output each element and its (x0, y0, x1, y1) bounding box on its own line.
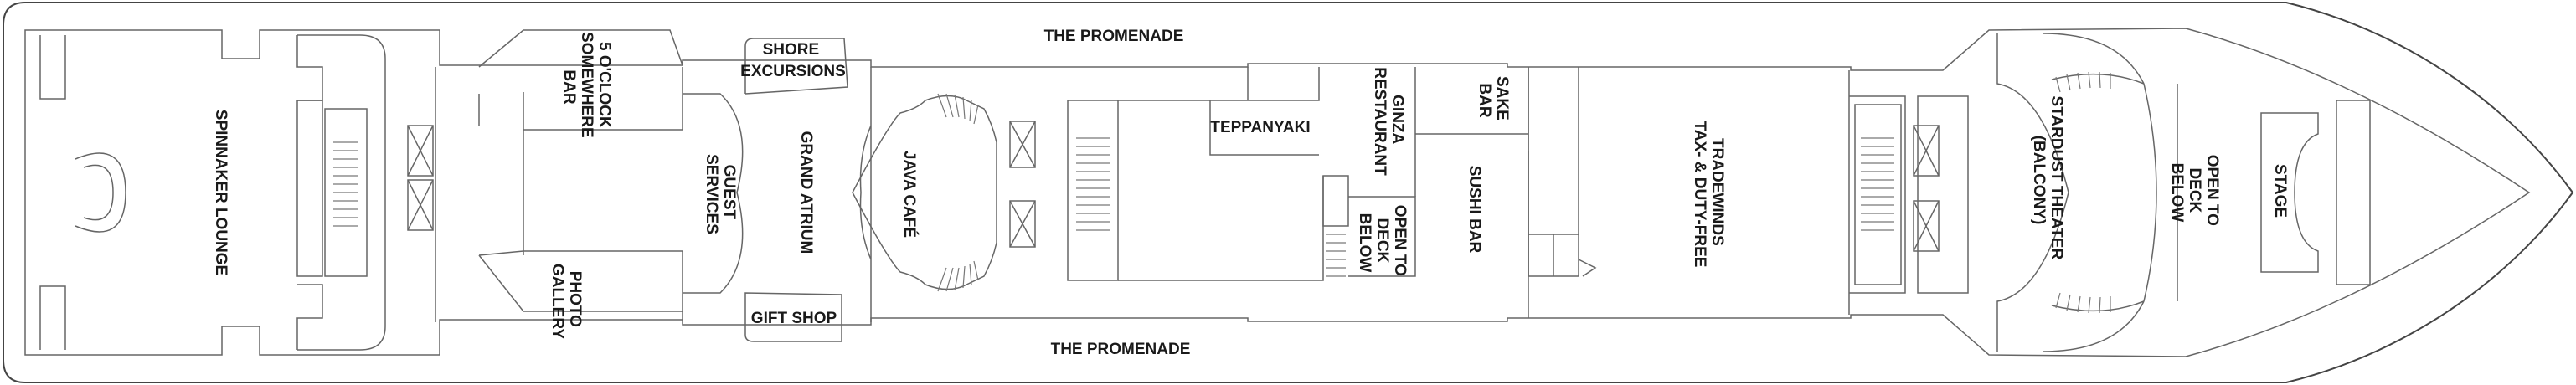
grand-atrium-area: GRAND ATRIUM JAVA CAFÉ (797, 67, 1036, 322)
theater-seating-top (2055, 71, 2111, 93)
spinnaker-lounge-label: SPINNAKER LOUNGE (212, 110, 229, 275)
stairs-mid (1076, 137, 1110, 231)
promenade-bottom-label: THE PROMENADE (1051, 341, 1191, 358)
elevator-icon (1009, 121, 1036, 168)
forward-core (1849, 95, 1969, 294)
open-to-deck-below-small-label: OPEN TO DECK BELOW (1356, 205, 1409, 280)
curved-stairs-bottom (937, 260, 979, 292)
tradewinds-area: TRADEWINDS TAX- & DUTY-FREE (1691, 70, 1850, 315)
restaurant-area: TEPPANYAKI GINZA RESTAURANT OPEN TO DECK… (1067, 67, 1597, 318)
grand-atrium-label: GRAND ATRIUM (797, 131, 815, 254)
inner-deck-outline (24, 28, 2531, 357)
open-to-deck-below-label: OPEN TO DECK BELOW (2168, 155, 2221, 230)
shore-excursions-area: SHORE EXCURSIONS (740, 38, 848, 95)
elevator-icon (1913, 200, 1940, 252)
stardust-theater-label: STARDUST THEATER (BALCONY) (2030, 96, 2065, 264)
theater-seating-bottom (2055, 292, 2111, 314)
java-cafe-label: JAVA CAFÉ (900, 151, 919, 238)
curved-stairs-top (937, 93, 979, 125)
tradewinds-label: TRADEWINDS TAX- & DUTY-FREE (1691, 121, 1726, 268)
stage-outline (2260, 112, 2319, 273)
hull-outline (3, 2, 2574, 383)
spinnaker-lounge-area: SPINNAKER LOUNGE (39, 34, 434, 351)
guest-services-area: 5 O'CLOCK SOMEWHERE BAR GUEST SERVICES P… (435, 29, 744, 339)
sushi-bar-label: SUSHI BAR (1466, 166, 1483, 254)
elevator-icon (407, 125, 434, 177)
stairs-forward (1861, 137, 1894, 231)
gift-shop-label: GIFT SHOP (751, 310, 837, 327)
teppanyaki-label: TEPPANYAKI (1210, 119, 1310, 136)
stardust-theater-area: STARDUST THEATER (BALCONY) OPEN TO DECK … (1996, 33, 2371, 352)
shore-excursions-label: SHORE EXCURSIONS (740, 41, 846, 80)
stage-label: STAGE (2271, 164, 2289, 218)
stairs-ginza (1326, 234, 1346, 277)
stairs-aft (333, 141, 358, 227)
five-oclock-bar-label: 5 O'CLOCK SOMEWHERE BAR (560, 32, 613, 142)
gift-shop-area: GIFT SHOP (744, 292, 842, 342)
ginza-restaurant-label: GINZA RESTAURANT (1371, 67, 1406, 176)
elevator-icon (1009, 200, 1036, 248)
elevator-icon (1913, 125, 1940, 177)
guest-services-label: GUEST SERVICES (703, 154, 738, 234)
elevator-icon (407, 179, 434, 231)
promenade-top-label: THE PROMENADE (1044, 28, 1184, 45)
sake-bar-label: SAKE BAR (1476, 76, 1511, 125)
photo-gallery-label: PHOTO GALLERY (549, 264, 584, 339)
